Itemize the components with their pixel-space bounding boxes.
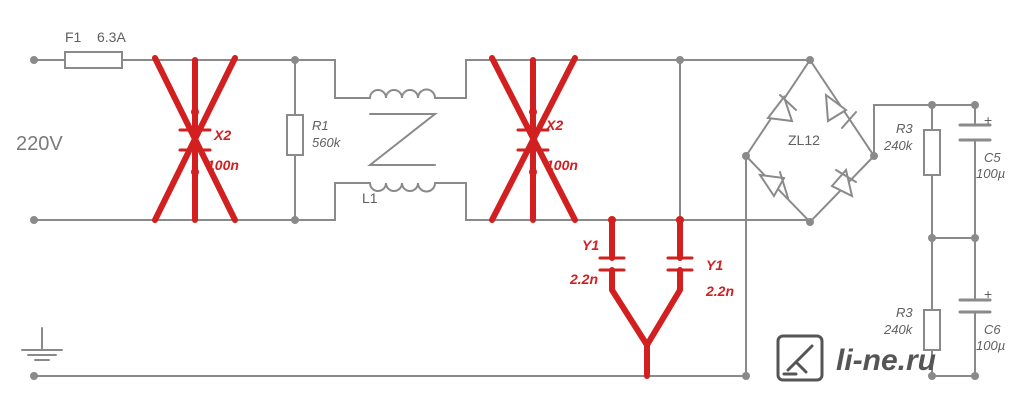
y1-right-value-label: 2.2n	[705, 283, 734, 299]
resistor-r3-bottom	[923, 309, 941, 351]
voltage-label: 220V	[16, 133, 63, 155]
c5-plus-label: +	[984, 112, 992, 128]
capacitor-c6	[958, 298, 992, 314]
resistor-r3-top	[923, 129, 941, 176]
inductor-l1	[367, 88, 438, 193]
fuse-ref-label: F1	[65, 29, 82, 45]
c5-value-label: 100µ	[976, 166, 1005, 181]
fuse-f1	[64, 51, 123, 69]
c5-ref-label: C5	[984, 150, 1001, 165]
y1-left-value-label: 2.2n	[569, 271, 598, 287]
r3-top-ref-label: R3	[896, 121, 913, 136]
fuse-rating-label: 6.3A	[97, 29, 126, 45]
r1-ref-label: R1	[312, 118, 329, 133]
x2-right-value-label: 100n	[546, 157, 578, 173]
bridge-ref-label: ZL12	[788, 132, 820, 148]
x2-right-ref-label: X2	[545, 117, 563, 133]
c6-ref-label: C6	[984, 322, 1001, 337]
r3-bottom-value-label: 240k	[883, 322, 914, 337]
r3-bottom-ref-label: R3	[896, 305, 913, 320]
y1-right-ref-label: Y1	[706, 257, 723, 273]
c6-plus-label: +	[984, 286, 992, 302]
y1-capacitors	[598, 216, 694, 379]
x2-capacitor-left-crossed	[152, 55, 238, 223]
r1-value-label: 560k	[312, 135, 342, 150]
capacitor-c5	[958, 123, 992, 142]
watermark: li-ne.ru	[776, 334, 936, 382]
resistor-r1	[286, 114, 304, 156]
inductor-ref-label: L1	[362, 190, 378, 206]
x2-left-ref-label: X2	[213, 127, 231, 143]
r3-top-value-label: 240k	[883, 138, 914, 153]
y1-left-ref-label: Y1	[582, 237, 599, 253]
c6-value-label: 100µ	[976, 338, 1005, 353]
x2-left-value-label: 100n	[207, 157, 239, 173]
x2-capacitor-right-crossed	[489, 55, 578, 223]
watermark-text: li-ne.ru	[836, 344, 936, 377]
